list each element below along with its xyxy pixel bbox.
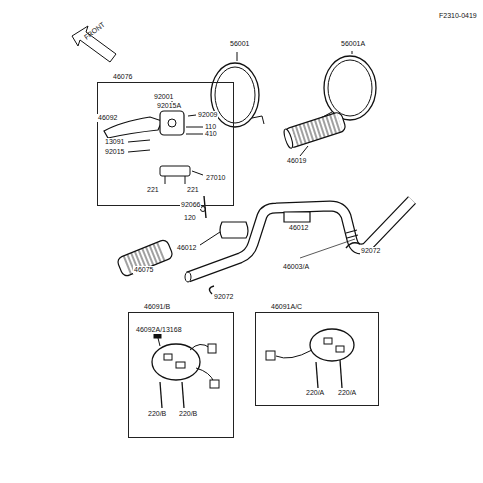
rings bbox=[209, 243, 360, 294]
handlebar bbox=[185, 200, 412, 282]
switch-right bbox=[266, 329, 354, 388]
callout-number: 56001 bbox=[229, 40, 250, 48]
group-part-number: 46091A/C bbox=[270, 302, 303, 311]
drawing-number: F2310-0419 bbox=[438, 12, 478, 20]
callout-number: 46003/A bbox=[282, 263, 310, 271]
callout-number: 46019 bbox=[286, 157, 307, 165]
callout-number: 92009 bbox=[197, 111, 218, 119]
left-grip bbox=[116, 239, 174, 278]
callout-number: 46012 bbox=[176, 244, 197, 252]
callout-number: 46012 bbox=[288, 224, 309, 232]
group-part-number: 46076 bbox=[112, 72, 133, 81]
callout-number: 220/A bbox=[337, 389, 357, 397]
callout-number: 92072 bbox=[213, 293, 234, 301]
callout-number: 92001 bbox=[153, 93, 174, 101]
callout-number: 46075 bbox=[133, 266, 154, 274]
callout-number: 92015 bbox=[104, 148, 125, 156]
callout-number: 92015A bbox=[156, 102, 182, 110]
mirror-left bbox=[211, 52, 264, 127]
callout-number: 220/B bbox=[178, 410, 198, 418]
group-part-number: 46091/B bbox=[143, 302, 171, 311]
callout-number: 56001A bbox=[340, 40, 366, 48]
clamps bbox=[200, 196, 310, 245]
callout-number: 221 bbox=[146, 186, 160, 194]
callout-number: 410 bbox=[204, 130, 218, 138]
callout-number: 221 bbox=[186, 186, 200, 194]
callout-number: 120 bbox=[183, 214, 197, 222]
callout-number: 220/B bbox=[147, 410, 167, 418]
callout-number: 46092 bbox=[97, 114, 118, 122]
callout-number: 92072 bbox=[360, 247, 381, 255]
lever-assembly bbox=[104, 100, 203, 184]
callout-number: 92066 bbox=[180, 201, 201, 209]
callout-number: 220/A bbox=[305, 389, 325, 397]
callout-number: 27010 bbox=[205, 174, 226, 182]
callout-number: 46092A/13168 bbox=[135, 326, 183, 334]
callout-number: 13091 bbox=[104, 138, 125, 146]
switch-left bbox=[152, 332, 219, 408]
right-grip bbox=[282, 111, 346, 149]
